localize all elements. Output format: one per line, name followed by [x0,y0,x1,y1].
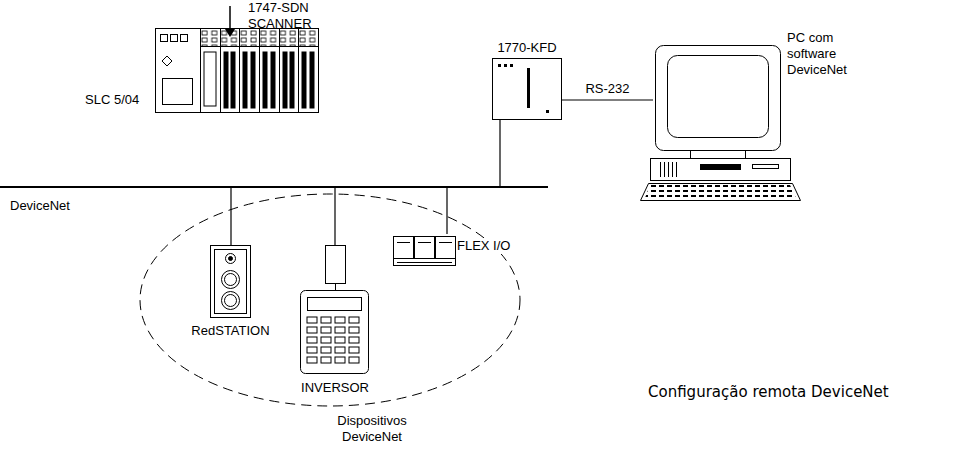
bus-connector [334,188,335,245]
link-label: RS-232 [583,81,631,97]
interface-module [493,59,562,120]
drive-node: INVERSOR [290,245,380,395]
node-label: DeviceNet [10,198,90,214]
node-label: SLC 5/04 [85,92,155,108]
flex-io-device [394,237,456,266]
node-label: PC com software DeviceNet [787,30,857,78]
plc-rack-node: 1747-SDN SCANNER SLC 5/04 [80,0,355,120]
plc-rack [156,28,319,113]
devicenet-bus: DeviceNet [0,186,548,188]
pc-node: PC com software DeviceNet [653,25,858,210]
pointer-arrow [225,6,235,37]
redstation-node: RedSTATION [183,245,278,345]
drive-device [301,246,369,374]
bus-connector [562,99,653,100]
node-label: Dispositivos DeviceNet [322,413,422,445]
figure-caption: Configuração remota DeviceNet [648,383,889,401]
node-label: INVERSOR [290,380,380,396]
bus-connector [446,188,447,234]
pc-computer [641,46,801,201]
node-label: FLEX I/O [457,238,521,254]
flex-io-node: FLEX I/O [388,234,523,270]
node-label: 1747-SDN SCANNER [248,0,326,32]
redstation-device [211,246,251,318]
bus-connector [230,188,231,245]
group-outline [140,194,520,406]
bus-connector [499,120,500,186]
node-label: 1770-KFD [492,40,562,56]
device-group: Dispositivos DeviceNet RedSTATION INVERSOR… [138,193,523,455]
node-label: RedSTATION [183,323,278,339]
interface-module-node: 1770-KFD [492,40,562,120]
